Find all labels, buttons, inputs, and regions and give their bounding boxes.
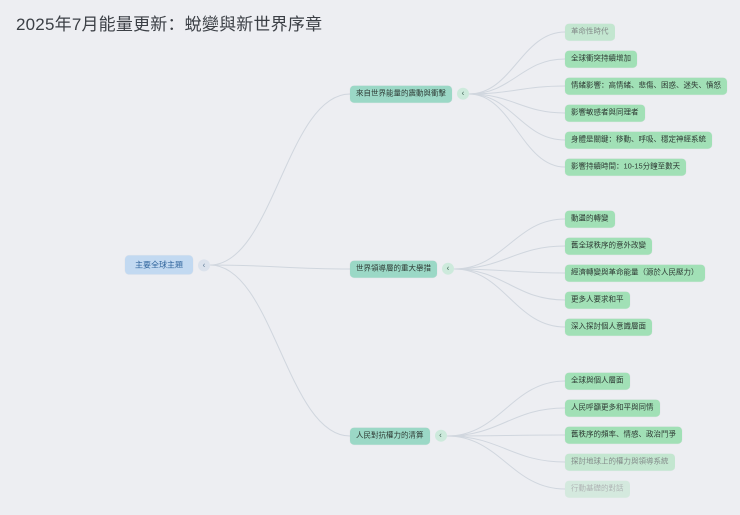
- leaf-node-label[interactable]: 革命性時代: [565, 23, 615, 41]
- leaf-node-label[interactable]: 更多人要求和平: [565, 291, 630, 309]
- leaf-node: 情緒影響：高情緒、悲傷、困惑、迷失、憤怒: [565, 77, 727, 95]
- leaf-node-label[interactable]: 身體是關鍵：移動、呼吸、穩定神經系統: [565, 131, 712, 149]
- root-collapse-toggle[interactable]: ‹: [198, 259, 210, 271]
- branch-node-label[interactable]: 世界領導層的重大舉措: [350, 260, 437, 278]
- leaf-node-label[interactable]: 深入探討個人意識層面: [565, 318, 652, 336]
- leaf-node: 全球與個人層面: [565, 372, 630, 390]
- leaf-node: 行動基礎的對話: [565, 480, 630, 498]
- branch-node-label[interactable]: 人民對抗權力的清算: [350, 427, 430, 445]
- leaf-node-label[interactable]: 影響持續時間：10-15分鐘至數天: [565, 158, 687, 176]
- leaf-node: 深入探討個人意識層面: [565, 318, 652, 336]
- root-node: 主要全球主題 ‹: [125, 255, 210, 275]
- leaf-node-label[interactable]: 全球衝突持續增加: [565, 50, 637, 68]
- branch-node: 來自世界能量的震動與衝擊 ‹: [350, 85, 469, 103]
- leaf-node: 全球衝突持續增加: [565, 50, 637, 68]
- leaf-node-label[interactable]: 經濟轉變與革命能量（源於人民壓力）: [565, 264, 705, 282]
- branch-collapse-toggle[interactable]: ‹: [434, 430, 447, 442]
- branch-node: 世界領導層的重大舉措 ‹: [350, 260, 454, 278]
- leaf-node: 身體是關鍵：移動、呼吸、穩定神經系統: [565, 131, 712, 149]
- leaf-node-label[interactable]: 舊全球秩序的意外改變: [565, 237, 652, 255]
- leaf-node: 更多人要求和平: [565, 291, 630, 309]
- leaf-node: 影響持續時間：10-15分鐘至數天: [565, 158, 687, 176]
- page-title: 2025年7月能量更新：蛻變與新世界序章: [16, 15, 323, 34]
- leaf-node: 舊全球秩序的意外改變: [565, 237, 652, 255]
- leaf-node: 人民呼籲更多和平與同情: [565, 399, 660, 417]
- branch-collapse-toggle[interactable]: ‹: [442, 263, 454, 275]
- root-node-label[interactable]: 主要全球主題: [125, 255, 193, 275]
- leaf-node-label[interactable]: 行動基礎的對話: [565, 480, 630, 498]
- leaf-node: 動盪的轉變: [565, 210, 615, 228]
- branch-node-label[interactable]: 來自世界能量的震動與衝擊: [350, 85, 452, 103]
- leaf-node-label[interactable]: 全球與個人層面: [565, 372, 630, 390]
- leaf-node-label[interactable]: 情緒影響：高情緒、悲傷、困惑、迷失、憤怒: [565, 77, 727, 95]
- leaf-node: 革命性時代: [565, 23, 615, 41]
- leaf-node: 經濟轉變與革命能量（源於人民壓力）: [565, 264, 705, 282]
- leaf-node-label[interactable]: 舊秩序的頻率、情感、政治鬥爭: [565, 426, 682, 444]
- leaf-node: 探討地球上的權力與領導系統: [565, 453, 675, 471]
- leaf-node-label[interactable]: 影響敏感者與同理者: [565, 104, 645, 122]
- branch-collapse-toggle[interactable]: ‹: [457, 88, 469, 100]
- leaf-node: 舊秩序的頻率、情感、政治鬥爭: [565, 426, 682, 444]
- leaf-node-label[interactable]: 探討地球上的權力與領導系統: [565, 453, 675, 471]
- leaf-node-label[interactable]: 動盪的轉變: [565, 210, 615, 228]
- leaf-node-label[interactable]: 人民呼籲更多和平與同情: [565, 399, 660, 417]
- branch-node: 人民對抗權力的清算 ‹: [350, 427, 447, 445]
- leaf-node: 影響敏感者與同理者: [565, 104, 645, 122]
